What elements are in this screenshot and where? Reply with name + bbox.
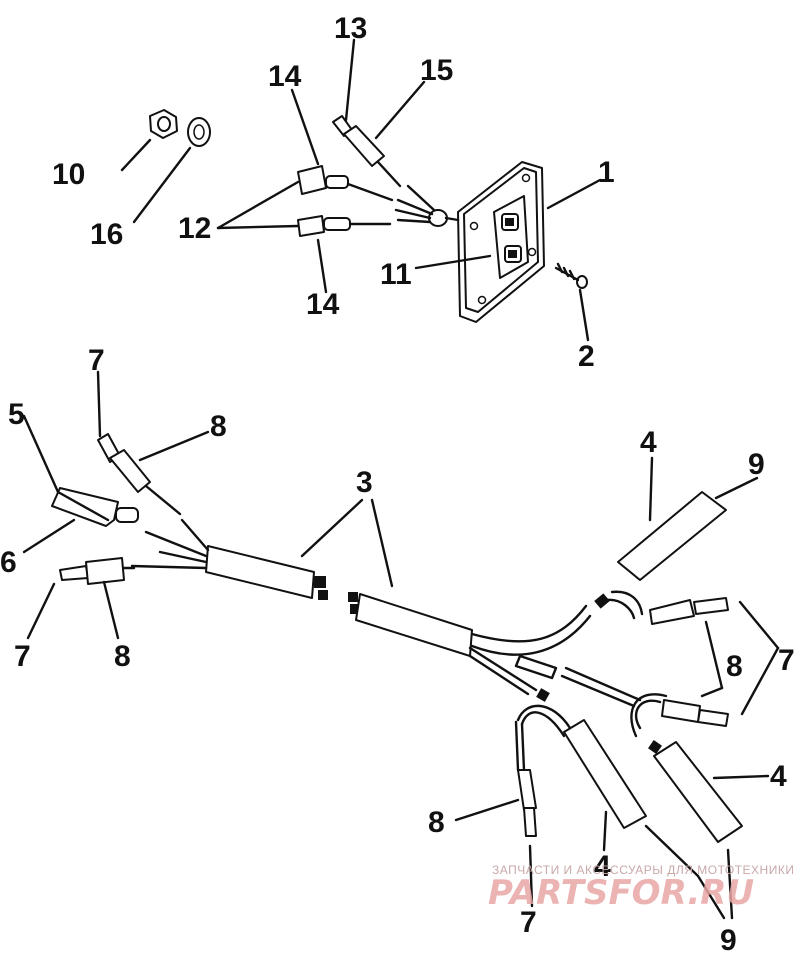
connector-7-8-right-upper — [649, 597, 729, 625]
washer-part-16 — [187, 117, 211, 147]
callout-5: 5 — [8, 398, 25, 431]
fuse-holder-4-top — [594, 491, 727, 620]
callout-11: 11 — [380, 258, 412, 291]
callout-8-bottom: 8 — [428, 806, 445, 839]
callout-7-right: 7 — [778, 644, 795, 677]
callout-8-lower-left: 8 — [114, 640, 131, 673]
callout-10: 10 — [52, 158, 85, 191]
callout-14-lower: 14 — [306, 288, 340, 321]
callout-7-bottom: 7 — [520, 906, 537, 939]
switch-wire-bundle — [394, 184, 460, 227]
harness-left-sleeve — [205, 545, 328, 600]
screw-part-2 — [554, 262, 588, 289]
callout-8-right: 8 — [726, 650, 743, 683]
callout-2: 2 — [578, 340, 595, 373]
callout-8-upper-left: 8 — [210, 410, 227, 443]
connector-7-8-upper-left — [97, 433, 182, 516]
harness-right-branches — [468, 604, 642, 708]
connector-part-13 — [332, 115, 402, 188]
connector-7-8-bottom — [517, 769, 537, 837]
harness-left-branches — [130, 518, 210, 570]
callout-4-bottom: 4 — [594, 850, 611, 883]
harness-right-sleeve — [348, 592, 473, 657]
callout-3: 3 — [356, 466, 373, 499]
callout-9-bottom: 9 — [720, 924, 737, 954]
callout-6: 6 — [0, 546, 17, 579]
connector-7-8-lower-left — [59, 557, 136, 585]
connector-part-14-lower — [297, 215, 392, 237]
callout-9-top: 9 — [748, 448, 765, 481]
callout-15: 15 — [420, 54, 453, 87]
switch-body-part-11 — [493, 195, 529, 279]
leader-lines — [22, 38, 780, 920]
callout-1: 1 — [598, 156, 615, 189]
callout-4-right: 4 — [770, 760, 787, 793]
callout-4-top: 4 — [640, 426, 657, 459]
connector-7-8-right-lower — [661, 699, 729, 727]
connector-part-14-upper — [297, 165, 394, 202]
callout-7-upper-left: 7 — [88, 344, 105, 377]
watermark-tagline: ЗАПЧАСТИ И АКСЕССУАРЫ ДЛЯ МОТОТЕХНИКИ — [492, 863, 794, 877]
nut-part-10 — [149, 109, 178, 139]
fuse-holder-4-middle — [514, 688, 647, 829]
callout-7-lower-left: 7 — [14, 640, 31, 673]
fuse-holder-4-bottom — [630, 693, 743, 843]
callout-16: 16 — [90, 218, 123, 251]
callout-12: 12 — [178, 212, 211, 245]
watermark-logo: PARTSFOR.RU — [488, 873, 754, 913]
callout-14-upper: 14 — [268, 60, 302, 93]
connector-part-5-6 — [51, 487, 139, 527]
callout-13: 13 — [334, 12, 367, 45]
